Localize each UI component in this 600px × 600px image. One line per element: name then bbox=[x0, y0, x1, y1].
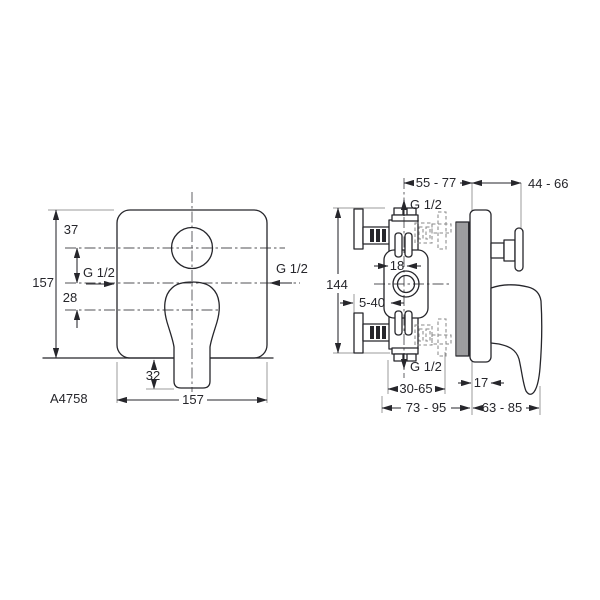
lever-handle-side bbox=[490, 284, 543, 395]
front-view: 157 37 28 G 1/2 G 1/2 32 bbox=[32, 192, 308, 407]
dim-label-total-depth-front: 63 - 85 bbox=[482, 400, 522, 415]
dim-label-knob-offset: 37 bbox=[64, 222, 78, 237]
dim-body-height: 144 bbox=[326, 207, 348, 354]
dim-plaster-range: 5-40 bbox=[340, 295, 404, 310]
product-code: A4758 bbox=[50, 391, 88, 406]
dim-label-trim-depth: 44 - 66 bbox=[528, 176, 568, 191]
dim-mid-offset: 28 bbox=[63, 290, 81, 328]
dim-label-plaster-range: 5-40 bbox=[359, 295, 385, 310]
dim-front-width: 157 bbox=[116, 362, 268, 407]
top-pipe-flange bbox=[353, 208, 364, 250]
connection-left: G 1/2 bbox=[83, 265, 115, 288]
side-view: 55 - 77 44 - 66 G 1/2 144 18 5-40 bbox=[326, 175, 568, 415]
conn-label-left: G 1/2 bbox=[83, 265, 115, 280]
dim-knob-offset: 37 bbox=[64, 222, 81, 284]
dim-label-sleeve-range: 30-65 bbox=[399, 381, 432, 396]
dim-handle-drop: 32 bbox=[146, 359, 174, 390]
conn-label-bottom: G 1/2 bbox=[410, 359, 442, 374]
connection-bottom: G 1/2 bbox=[400, 353, 442, 374]
conn-label-right: G 1/2 bbox=[276, 261, 308, 276]
dim-total-depth-front: 63 - 85 bbox=[472, 400, 540, 415]
dim-cartridge-depth: 18 bbox=[374, 258, 421, 273]
connection-right: G 1/2 bbox=[269, 261, 308, 287]
dim-label-total-depth-wall: 73 - 95 bbox=[406, 400, 446, 415]
threaded-sleeve bbox=[455, 221, 470, 357]
dim-plate-thickness: 17 bbox=[458, 375, 504, 390]
dim-label-front-height: 157 bbox=[32, 275, 54, 290]
dim-label-body-height: 144 bbox=[326, 277, 348, 292]
dim-label-front-width: 157 bbox=[182, 392, 204, 407]
diverter-knob-side bbox=[490, 227, 524, 272]
dim-label-cartridge-depth: 18 bbox=[390, 258, 404, 273]
top-connection-cap bbox=[391, 214, 419, 222]
bottom-pipe-flange bbox=[353, 312, 364, 354]
dim-label-handle-drop: 32 bbox=[146, 368, 160, 383]
escutcheon-plate-side bbox=[469, 209, 492, 363]
rough-in-valve-body bbox=[353, 207, 429, 362]
dim-label-plate-thickness: 17 bbox=[474, 375, 488, 390]
conn-label-top: G 1/2 bbox=[410, 197, 442, 212]
dim-rough-depth: 55 - 77 bbox=[403, 175, 473, 190]
connection-top: G 1/2 bbox=[400, 197, 442, 216]
dim-sleeve-range: 30-65 bbox=[387, 381, 446, 396]
dim-front-height: 157 bbox=[32, 209, 114, 359]
dim-trim-depth: 44 - 66 bbox=[471, 176, 568, 191]
dim-total-depth-wall: 73 - 95 bbox=[381, 400, 471, 415]
dim-label-mid-offset: 28 bbox=[63, 290, 77, 305]
bottom-connection-cap bbox=[391, 347, 419, 355]
hidden-fittings bbox=[414, 211, 452, 357]
dim-label-rough-depth: 55 - 77 bbox=[416, 175, 456, 190]
